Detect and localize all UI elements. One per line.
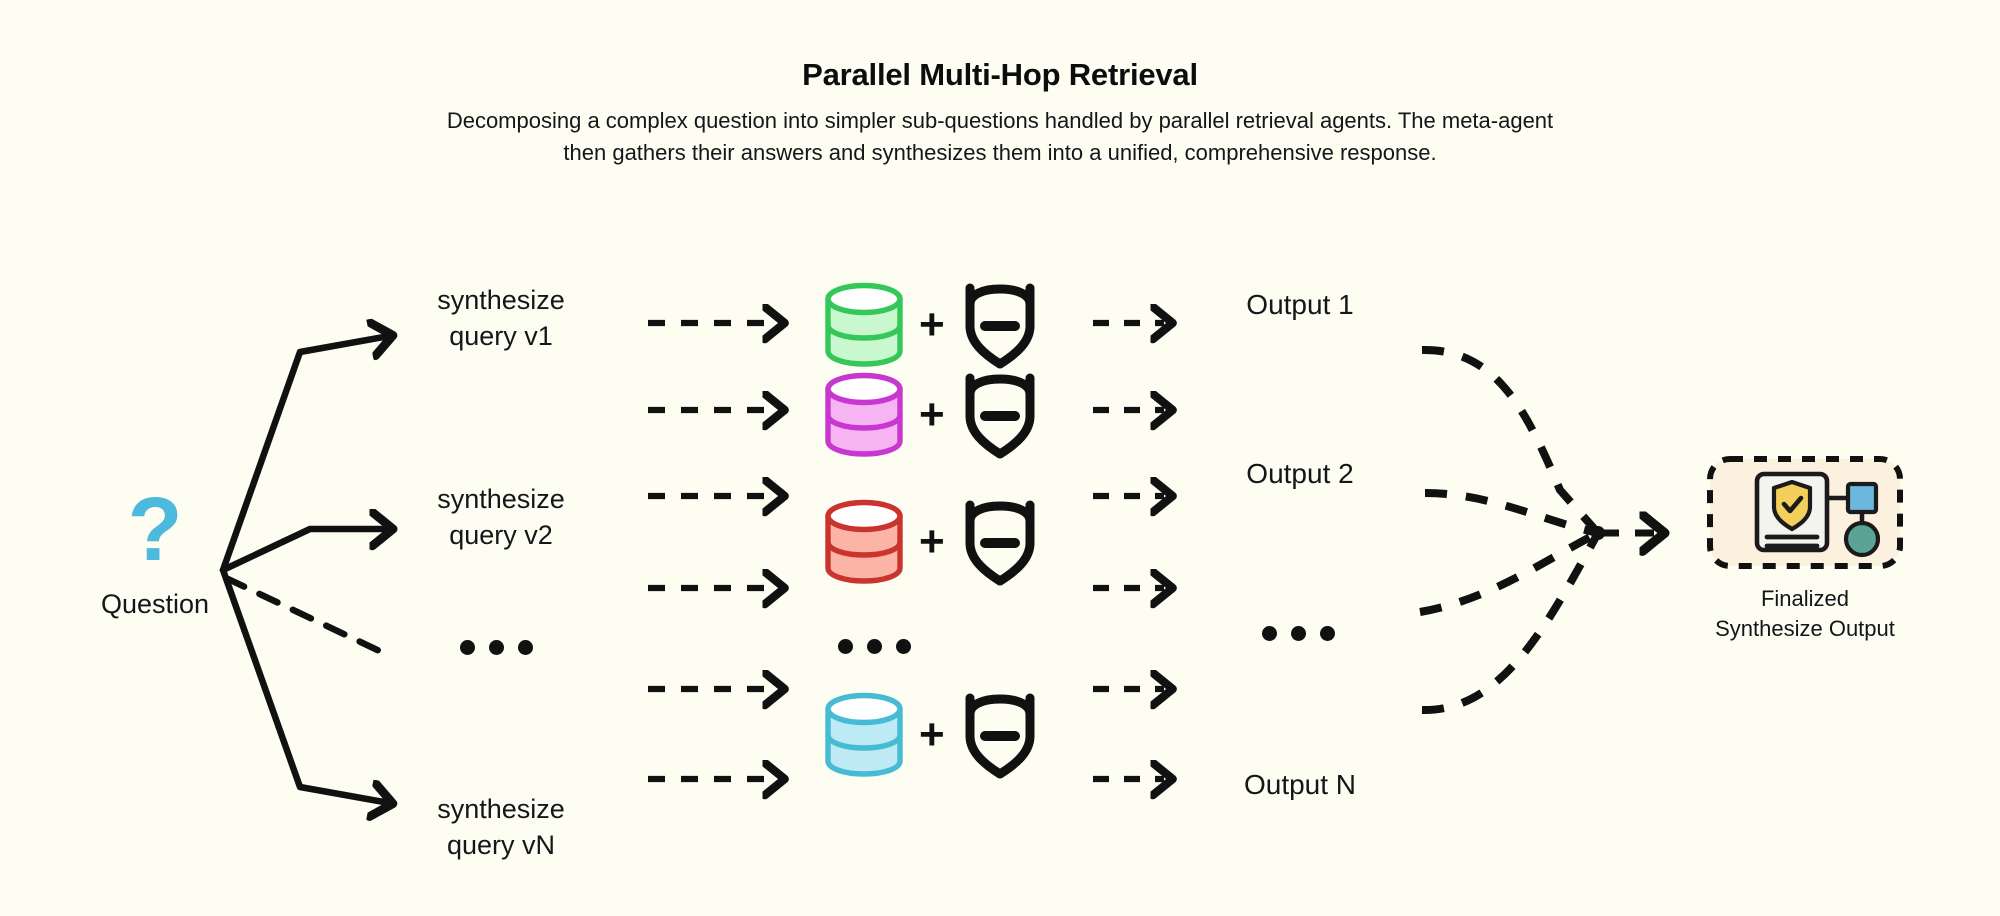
- database-icon-green: [825, 282, 903, 367]
- page-title: Parallel Multi-Hop Retrieval: [802, 57, 1198, 92]
- plus-symbol: +: [919, 390, 945, 439]
- ellipsis-dot: [1291, 626, 1306, 641]
- header: Parallel Multi-Hop Retrieval Decomposing…: [0, 56, 2000, 169]
- ellipsis-dot: [896, 639, 911, 654]
- retrieval-agent-icon: [965, 500, 1035, 586]
- fanout-edge-dashed: [222, 574, 394, 660]
- db-column-ellipsis: [838, 639, 911, 654]
- question-label: Question: [100, 589, 210, 619]
- output-label-n: Output N: [1243, 769, 1357, 800]
- ellipsis-dot: [489, 640, 504, 655]
- retrieval-group-1: +: [822, 280, 1092, 370]
- agent-to-output-edges: [1093, 323, 1164, 779]
- query-column-ellipsis: [460, 640, 533, 655]
- question-mark-icon: ?: [127, 480, 183, 580]
- page-subtitle: Decomposing a complex question into simp…: [446, 108, 1554, 166]
- converge-edge-3: [1419, 529, 1600, 616]
- ellipsis-dot: [1320, 626, 1335, 641]
- node-circle-icon: [1843, 520, 1881, 558]
- ellipsis-dot: [460, 640, 475, 655]
- query-node-n: synthesize query vN: [437, 794, 565, 860]
- plus-symbol: +: [919, 517, 945, 566]
- database-icon-cyan: [825, 692, 903, 777]
- plus-symbol: +: [919, 300, 945, 349]
- retrieval-agent-icon: [965, 283, 1035, 369]
- final-output-label: Finalized Synthesize Output: [1715, 586, 1895, 642]
- ellipsis-dot: [867, 639, 882, 654]
- database-icon-magenta: [825, 372, 903, 457]
- converge-junction-dot: [1591, 526, 1605, 540]
- finalized-output-icon: [1707, 456, 1903, 569]
- database-icon-red: [825, 499, 903, 584]
- retrieval-group-4: +: [822, 690, 1092, 780]
- converge-edge-2: [1424, 489, 1599, 537]
- output-label-1: Output 1: [1246, 289, 1354, 320]
- query-to-db-edges: [648, 323, 776, 779]
- output-column-ellipsis: [1262, 626, 1335, 641]
- final-output-node: Finalized Synthesize Output: [1660, 455, 1950, 645]
- converge-edge-4: [1421, 531, 1602, 715]
- retrieval-agent-icon: [965, 373, 1035, 459]
- ellipsis-dot: [518, 640, 533, 655]
- output-label-2: Output 2: [1246, 458, 1354, 489]
- query-node-1: synthesize query v1: [437, 285, 565, 351]
- retrieval-group-3: +: [822, 497, 1092, 587]
- ellipsis-dot: [1262, 626, 1277, 641]
- converge-edges: [1419, 345, 1602, 715]
- node-square-icon: [1845, 481, 1879, 515]
- question-node: ? Question: [60, 485, 250, 620]
- plus-symbol: +: [919, 710, 945, 759]
- converge-edge-1: [1421, 345, 1601, 536]
- retrieval-agent-icon: [965, 693, 1035, 779]
- retrieval-group-2: +: [822, 370, 1092, 460]
- query-node-2: synthesize query v2: [437, 484, 565, 550]
- ellipsis-dot: [838, 639, 853, 654]
